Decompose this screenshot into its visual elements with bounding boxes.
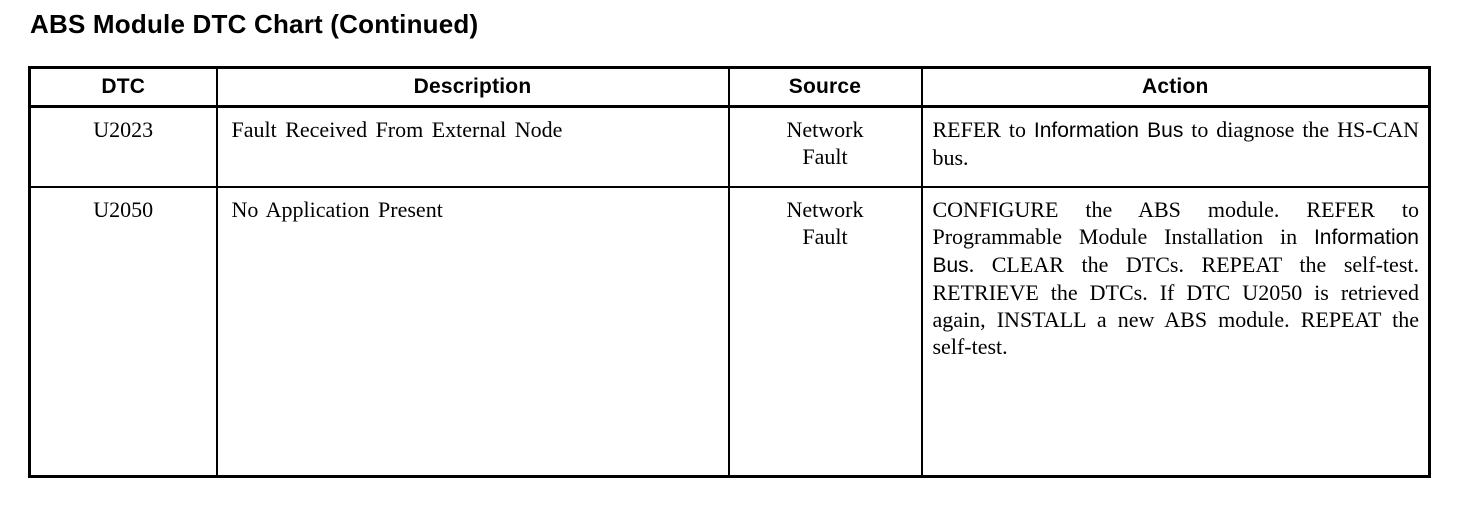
action-text: REFER to [932,117,1034,142]
action-text: to diagnose the HS-CAN bus. [932,117,1420,170]
column-header-source: Source [727,66,923,108]
source-cell: Network Fault [727,105,923,188]
module-reference-text: Information Bus [932,226,1420,277]
action-cell: CONFIGURE the ABS module. REFER to Progr… [920,186,1431,478]
module-reference-text: Information Bus [1033,119,1184,142]
action-text: . CLEAR the DTCs. REPEAT the self-test. … [932,252,1420,359]
table-header-row: DTC Description Source Action [28,66,1431,108]
dtc-code-cell: U2023 [28,105,218,188]
column-header-action: Action [920,66,1431,108]
action-text: CONFIGURE the ABS module. REFER to Progr… [932,197,1420,249]
document-page: ABS Module DTC Chart (Continued) DTC Des… [0,9,1472,478]
action-cell: REFER to Information Bus to diagnose the… [920,105,1431,188]
column-header-description: Description [215,66,730,108]
description-cell: Fault Received From External Node [215,105,730,188]
page-title: ABS Module DTC Chart (Continued) [30,9,479,39]
column-header-dtc: DTC [28,66,218,108]
description-cell: No Application Present [215,186,730,478]
source-cell: Network Fault [727,186,923,478]
dtc-code-cell: U2050 [28,186,218,478]
